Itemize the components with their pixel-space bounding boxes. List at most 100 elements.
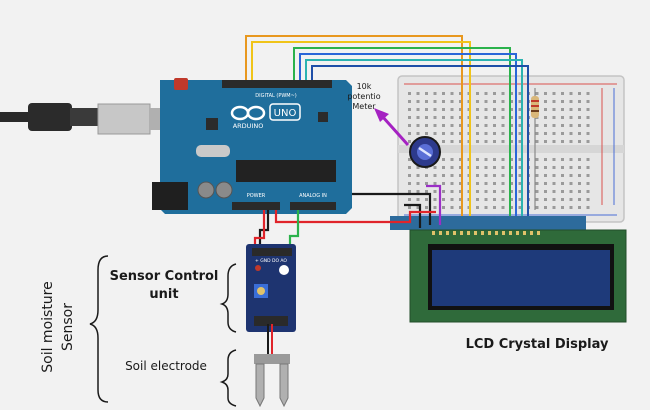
breadboard-hole — [535, 166, 539, 169]
breadboard-hole — [408, 182, 411, 185]
breadboard-hole — [561, 166, 564, 169]
breadboard-hole — [450, 108, 454, 111]
breadboard-hole — [586, 132, 590, 135]
breadboard-hole — [425, 132, 428, 135]
breadboard-hole — [416, 116, 420, 119]
breadboard-hole — [442, 198, 445, 201]
breadboard-hole — [425, 116, 428, 119]
breadboard-hole — [578, 108, 581, 111]
soil-electrode-label: Soil electrode — [125, 359, 207, 373]
breadboard-hole — [544, 182, 547, 185]
arduino-logo-icon — [230, 105, 266, 121]
breadboard-hole — [416, 198, 420, 201]
breadboard-hole — [476, 182, 479, 185]
power-wires — [253, 184, 442, 248]
breadboard-hole — [518, 158, 522, 161]
breadboard-hole — [408, 158, 411, 161]
arduino-logo-text: ARDUINO — [233, 122, 264, 130]
breadboard-hole — [450, 198, 454, 201]
breadboard-hole — [450, 174, 454, 177]
breadboard-hole — [561, 206, 564, 209]
breadboard-hole — [433, 132, 437, 135]
breadboard-hole — [484, 190, 488, 193]
breadboard-hole — [416, 124, 420, 127]
breadboard-hole — [484, 92, 488, 95]
breadboard-hole — [578, 100, 581, 103]
breadboard-hole — [586, 182, 590, 185]
power-header-label: POWER — [247, 193, 266, 199]
breadboard-hole — [578, 140, 581, 143]
breadboard-hole — [552, 182, 556, 185]
breadboard-hole — [544, 174, 547, 177]
breadboard-hole — [569, 166, 573, 169]
breadboard-hole — [450, 158, 454, 161]
breadboard-hole — [501, 108, 505, 111]
breadboard-hole — [510, 158, 513, 161]
breadboard-hole — [484, 206, 488, 209]
breadboard-hole — [535, 124, 539, 127]
breadboard-hole — [561, 100, 564, 103]
breadboard-hole — [501, 190, 505, 193]
breadboard-hole — [586, 140, 590, 143]
breadboard-hole — [569, 132, 573, 135]
breadboard-hole — [433, 92, 437, 95]
breadboard-hole — [408, 174, 411, 177]
breadboard-hole — [476, 140, 479, 143]
breadboard-hole — [493, 174, 496, 177]
breadboard-hole — [501, 206, 505, 209]
breadboard-hole — [408, 140, 411, 143]
breadboard-hole — [408, 108, 411, 111]
breadboard-hole — [425, 174, 428, 177]
breadboard-hole — [408, 100, 411, 103]
breadboard-hole — [476, 174, 479, 177]
breadboard-hole — [501, 92, 505, 95]
breadboard-hole — [552, 124, 556, 127]
breadboard-hole — [586, 174, 590, 177]
breadboard-hole — [578, 198, 581, 201]
breadboard-hole — [493, 206, 496, 209]
lcd-pin — [537, 231, 540, 235]
breadboard-hole — [476, 100, 479, 103]
breadboard-hole — [510, 132, 513, 135]
breadboard-hole — [544, 166, 547, 169]
lcd-caption: LCD Crystal Display — [466, 337, 609, 352]
breadboard-hole — [561, 92, 564, 95]
breadboard-hole — [518, 100, 522, 103]
lcd-pin — [439, 231, 442, 235]
breadboard-hole — [433, 166, 437, 169]
breadboard-hole — [535, 174, 539, 177]
breadboard-hole — [501, 174, 505, 177]
breadboard-hole — [442, 132, 445, 135]
breadboard-hole — [433, 198, 437, 201]
breadboard-hole — [586, 190, 590, 193]
breadboard-hole — [561, 124, 564, 127]
breadboard-hole — [459, 124, 462, 127]
lcd-pin — [516, 231, 519, 235]
breadboard-hole — [484, 100, 488, 103]
breadboard-hole — [459, 174, 462, 177]
breadboard-hole — [561, 108, 564, 111]
breadboard-hole — [518, 124, 522, 127]
breadboard-hole — [433, 182, 437, 185]
breadboard-hole — [518, 190, 522, 193]
breadboard-hole — [569, 140, 573, 143]
breadboard-hole — [408, 116, 411, 119]
breadboard-hole — [578, 132, 581, 135]
breadboard-hole — [561, 174, 564, 177]
breadboard-hole — [433, 174, 437, 177]
breadboard-hole — [493, 140, 496, 143]
breadboard-hole — [501, 140, 505, 143]
breadboard-hole — [561, 190, 564, 193]
breadboard-hole — [544, 206, 547, 209]
lcd-module — [390, 216, 627, 323]
breadboard-hole — [552, 158, 556, 161]
breadboard-hole — [416, 166, 420, 169]
breadboard-hole — [518, 116, 522, 119]
breadboard-hole — [586, 206, 590, 209]
breadboard-hole — [484, 166, 488, 169]
breadboard-hole — [569, 198, 573, 201]
digital-header-label: DIGITAL (PWM~) — [255, 93, 297, 99]
breadboard-hole — [459, 182, 462, 185]
breadboard-hole — [569, 108, 573, 111]
